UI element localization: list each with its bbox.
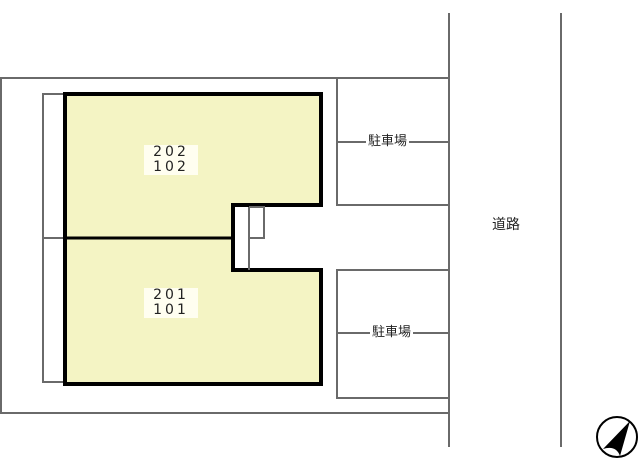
unit-number-201: 201	[153, 287, 189, 303]
parking-area-lower	[336, 269, 450, 399]
site-boundary-bottom	[0, 412, 450, 414]
road-edge-right	[560, 13, 562, 447]
parking-label-lower: 駐車場	[370, 325, 414, 341]
balcony-divider	[42, 237, 66, 239]
parking-label-upper: 駐車場	[366, 134, 410, 150]
site-boundary-top	[0, 77, 450, 79]
site-boundary-left	[0, 77, 2, 414]
road-edge-left	[448, 13, 450, 447]
unit-label-upper: 202 102	[144, 145, 198, 175]
unit-label-lower: 201 101	[144, 288, 198, 318]
road-label: 道路	[490, 217, 522, 233]
unit-number-101: 101	[153, 302, 189, 318]
unit-number-102: 102	[153, 159, 189, 175]
compass-north-arrow-icon	[596, 416, 638, 458]
unit-number-202: 202	[153, 144, 189, 160]
